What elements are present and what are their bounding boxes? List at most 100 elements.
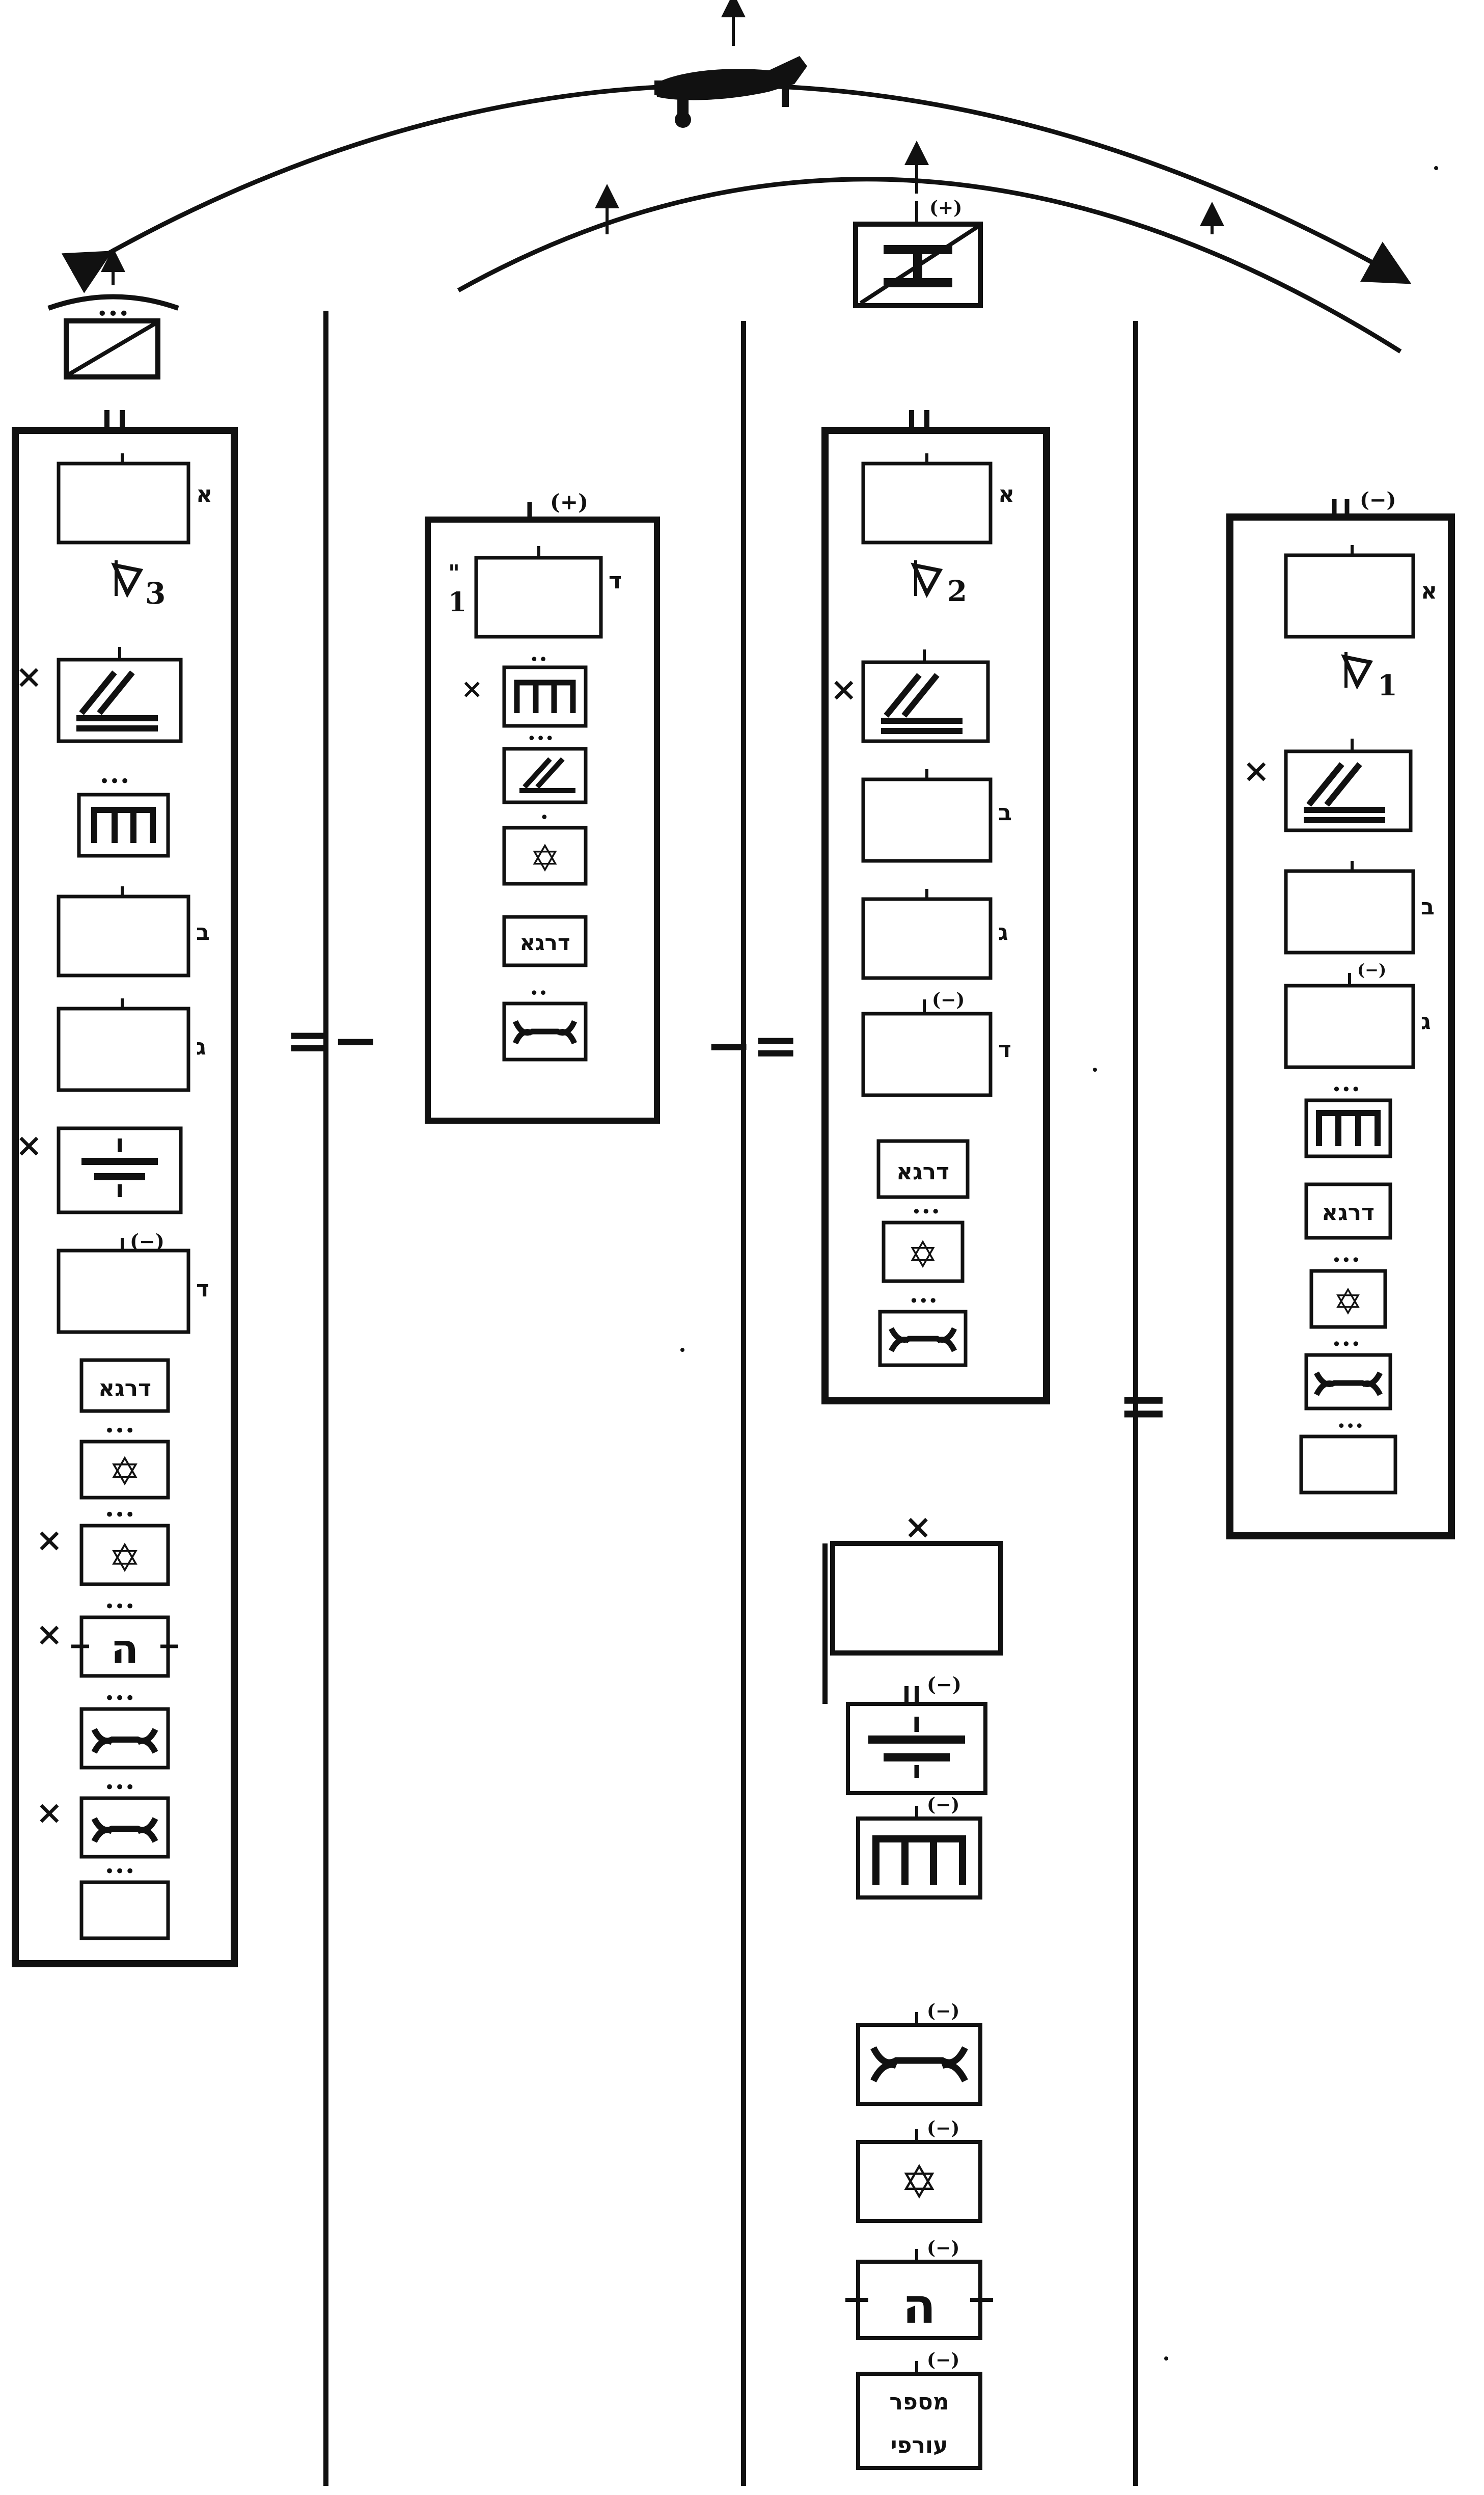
column-3-unit: א 2 × ב ג (−) — [821, 410, 1050, 1404]
label-daraga: דרגא — [1322, 1200, 1375, 1226]
number-1: 1 — [448, 587, 466, 618]
maintenance-wrench-icon — [889, 1327, 957, 1352]
daraga-unit: דרגא — [1304, 1182, 1392, 1240]
maintenance-unit: •• — [502, 985, 588, 1062]
signal-unit: × — [15, 1126, 183, 1214]
label-dalet: ד — [196, 1276, 209, 1302]
dots-mark: ••• — [909, 1291, 938, 1311]
unit-alef: א — [57, 453, 212, 545]
maintenance-unit: ••• — [1304, 1335, 1392, 1411]
label-daraga: דרגא — [519, 930, 570, 955]
x-mark: × — [1243, 752, 1270, 790]
he-unit: × ••• ה — [36, 1596, 178, 1678]
x-mark: × — [830, 670, 858, 709]
label-bet: ב — [196, 919, 210, 945]
minus-mark: (−) — [1357, 960, 1386, 980]
unit-bet: ב — [57, 886, 210, 978]
quote-mark: " — [448, 560, 460, 586]
dots-mark: ••• — [1332, 1335, 1361, 1354]
dots-mark: ••• — [104, 1777, 135, 1798]
maintenance-wrench-icon — [91, 1817, 158, 1843]
medical-star-icon: ✡ — [900, 2156, 938, 2209]
x-mark: × — [461, 673, 483, 704]
engineer-bridge-icon — [91, 807, 156, 843]
maintenance-wrench-icon — [1314, 1371, 1383, 1396]
minus-eq-operator: −= — [705, 1012, 799, 1078]
dots-mark: ••• — [104, 1505, 135, 1525]
unit-dalet: (−) ד — [57, 1230, 209, 1334]
dots-mark: ••• — [104, 1421, 135, 1441]
artillery-icon — [519, 757, 575, 793]
artillery-icon — [1304, 762, 1385, 823]
label-gimel: ג — [998, 919, 1008, 945]
dots-mark: ••• — [527, 730, 554, 748]
dots-mark: ••• — [104, 1861, 135, 1882]
label-dalet: ד — [998, 1037, 1011, 1063]
medical-star-icon: ✡ — [108, 1449, 141, 1494]
column-3-detached: × (−) (−) ( — [822, 1507, 1003, 2470]
unit-alef: א — [861, 453, 1014, 545]
maintenance-unit: ••• — [79, 1688, 170, 1770]
runway-icon: (+) — [853, 197, 983, 308]
medical-unit: ••• ✡ — [882, 1202, 965, 1283]
minus-mark: (−) — [927, 1794, 959, 1815]
label-he: ה — [111, 1625, 139, 1673]
x-mark: × — [36, 1794, 63, 1832]
dot-mark: • — [540, 809, 549, 827]
number-2: 2 — [947, 575, 967, 608]
artillery-unit: × — [15, 647, 183, 743]
label-orfi: עורפי — [891, 2432, 948, 2458]
unit-bet: ב — [1284, 861, 1435, 955]
column-4-unit: (−) א 1 × ב (−) — [1226, 488, 1455, 1539]
medical-unit: (−) ✡ — [856, 2118, 982, 2223]
daraga-unit: דרגא — [876, 1139, 970, 1199]
air-arc-group — [61, 83, 1412, 354]
he-unit: (−) ה — [845, 2237, 993, 2340]
x-mark: × — [15, 658, 43, 696]
aircraft-icon — [654, 56, 807, 128]
maintenance-unit-x: × ••• — [36, 1777, 170, 1859]
x-mark: × — [15, 1126, 43, 1164]
transport-unit: ••• — [79, 1861, 170, 1940]
unit-bet: ב — [861, 769, 1012, 863]
engineer-bridge-icon — [1316, 1110, 1381, 1146]
eq-operator: = — [1118, 1369, 1169, 1441]
artillery-icon — [76, 670, 158, 731]
maintenance-unit: ••• — [878, 1291, 968, 1367]
unit-alef: א — [1284, 545, 1437, 639]
label-alef: א — [1421, 578, 1437, 604]
x-mark: × — [904, 1507, 932, 1547]
x-mark: × — [36, 1615, 63, 1653]
x-mark: × — [36, 1521, 63, 1559]
dots-mark: •• — [530, 985, 547, 1002]
engineer-bridge-icon — [872, 1835, 966, 1885]
operators: =− −= = — [285, 1007, 1169, 1441]
daraga-unit: דרגא — [79, 1358, 170, 1413]
engineer-unit: ••• — [77, 771, 170, 858]
dots-mark: ••• — [1337, 1418, 1364, 1435]
label-daraga: דרגא — [896, 1159, 949, 1185]
engineer-unit: (−) — [856, 1794, 982, 1900]
dots-mark: ••• — [912, 1202, 941, 1222]
maintenance-wrench-icon — [870, 2046, 968, 2083]
number-1: 1 — [1378, 669, 1397, 702]
signal-unit: (−) — [846, 1673, 987, 1795]
number-3: 3 — [145, 576, 166, 611]
label-gimel: ג — [196, 1034, 206, 1060]
flag-icon: 1 — [1341, 652, 1397, 702]
label-mispar: מספר — [889, 2389, 949, 2415]
artillery-unit: × — [830, 649, 990, 743]
engineer-unit: × •• — [461, 651, 588, 728]
plus-mark: (+) — [550, 490, 588, 514]
unit-gimel: ג — [861, 889, 1008, 980]
label-bet: ב — [1421, 894, 1435, 920]
engineer-unit: ••• — [1304, 1080, 1392, 1158]
minus-mark: (−) — [927, 1673, 961, 1696]
unit-gimel: ג — [57, 998, 206, 1092]
medical-star-icon: ✡ — [908, 1233, 938, 1276]
maintenance-unit: (−) — [856, 2000, 982, 2106]
column-2-unit: (+) " 1 ד × •• ••• — [425, 490, 660, 1124]
dots-mark: ••• — [99, 771, 130, 792]
label-he: ה — [902, 2277, 936, 2335]
